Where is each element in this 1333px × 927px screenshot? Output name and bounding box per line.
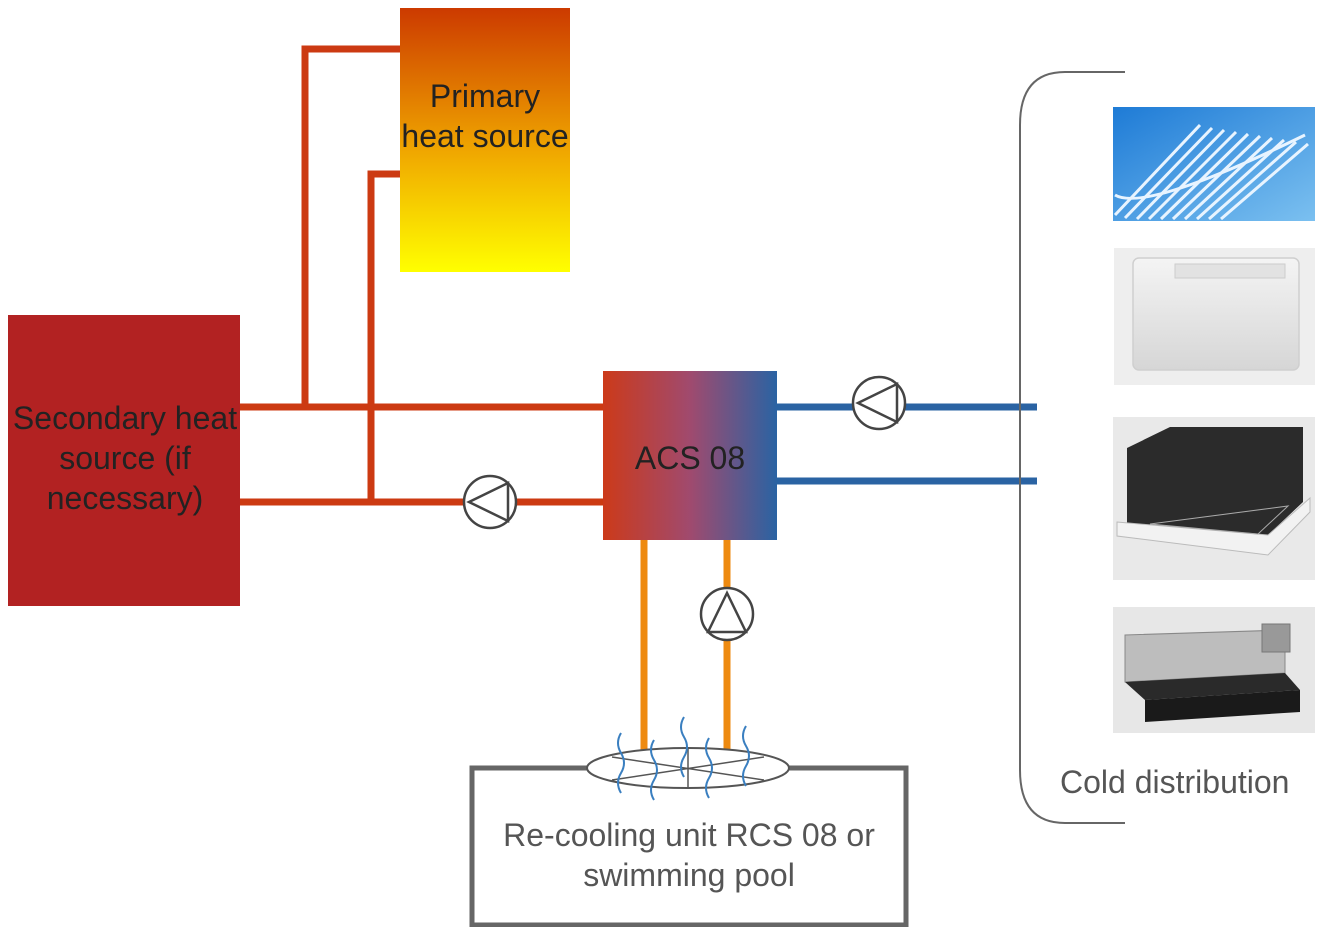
recooling-unit-box: [469, 765, 909, 927]
cold-pipes: [777, 403, 1037, 485]
hot-pipes: [240, 45, 603, 506]
cooling-fan-icon: [586, 747, 790, 789]
pump-hot-return-icon: [462, 474, 518, 530]
acs-label: ACS 08: [634, 440, 746, 476]
ceiling-cassette-image: [1113, 417, 1315, 580]
acs-box: [603, 371, 777, 540]
wall-fan-coil-image: [1114, 248, 1315, 385]
pipe-primary-return: [367, 170, 400, 502]
pipe-primary-flow: [301, 45, 400, 407]
pump-cold-icon: [851, 375, 907, 431]
primary-heat-source-label: Primary heat source: [401, 78, 569, 154]
steam-icon: [617, 716, 750, 801]
secondary-heat-source-label: Secondary heat source (if necessary): [12, 400, 238, 516]
underfloor-coil-image: [1113, 107, 1315, 221]
pump-recool-icon: [699, 586, 755, 642]
primary-heat-source-box: [400, 8, 570, 272]
cold-distribution-bracket: [1019, 71, 1125, 824]
recool-pipes: [640, 540, 731, 762]
recooling-unit-label: Re-cooling unit RCS 08 or swimming pool: [503, 817, 875, 893]
cold-distribution-label: Cold distribution: [1060, 764, 1290, 800]
secondary-heat-source-box: [8, 315, 240, 606]
ducted-fan-coil-image: [1113, 607, 1315, 733]
